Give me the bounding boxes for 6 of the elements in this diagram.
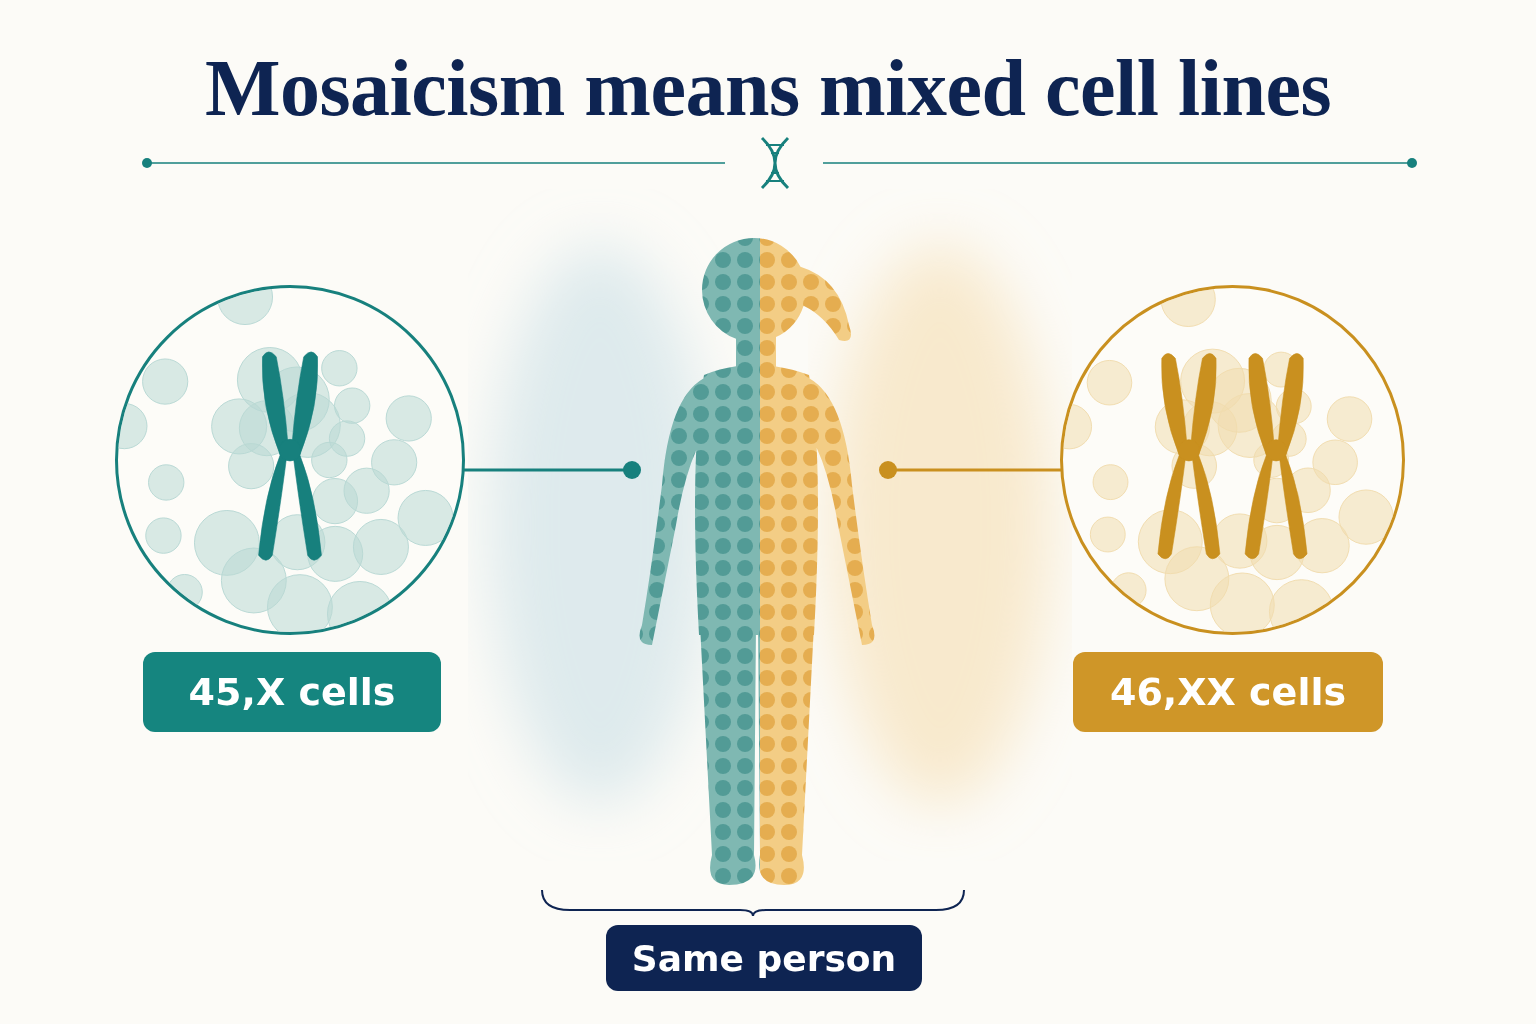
cell-line-label: 45,X cells	[143, 652, 441, 732]
connector-line	[879, 461, 1062, 479]
connector-line	[463, 461, 641, 479]
cell-line-label: 46,XX cells	[1073, 652, 1383, 732]
title: Mosaicism means mixed cell lines	[203, 43, 1333, 134]
cell-line-label: Same person	[606, 925, 922, 991]
